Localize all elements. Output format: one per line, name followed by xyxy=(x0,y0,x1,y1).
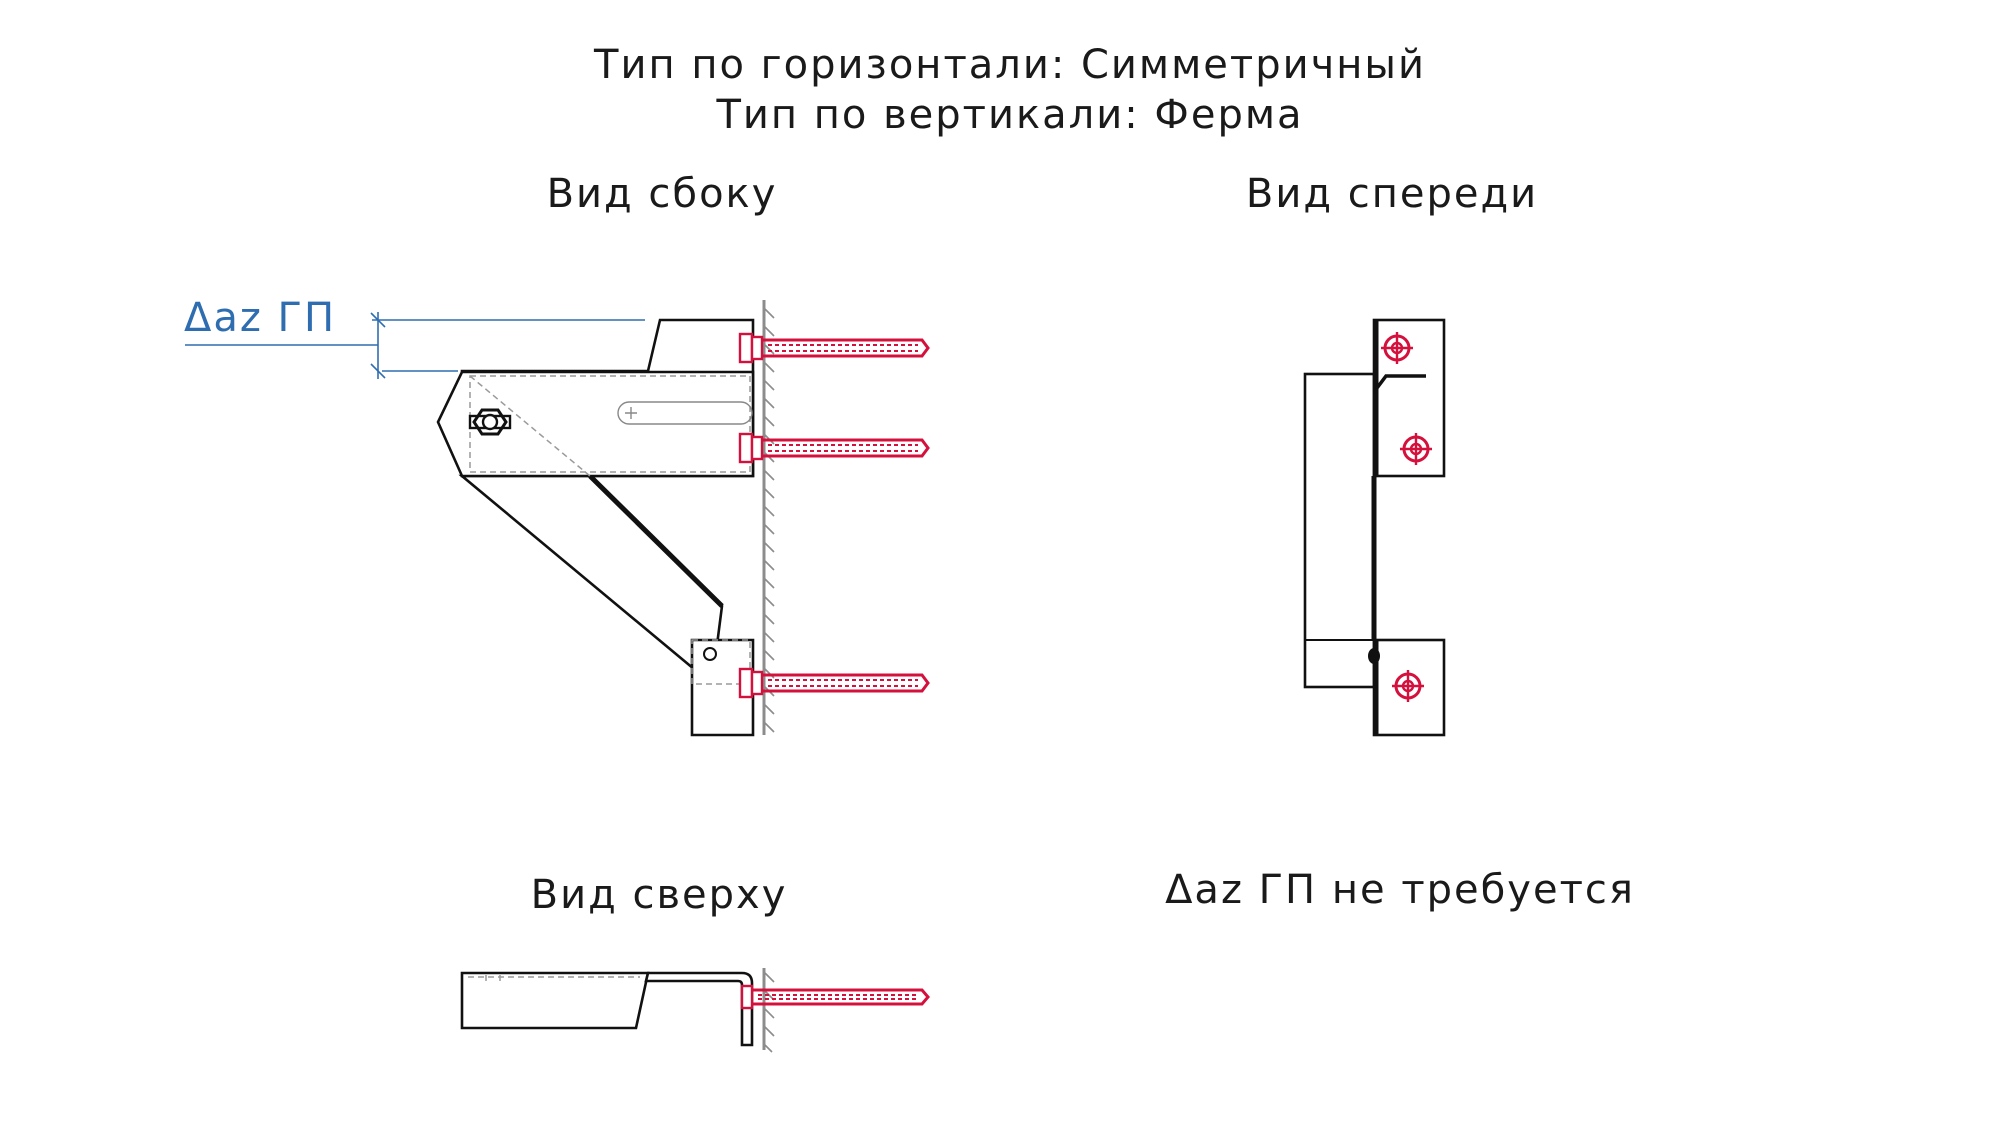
hinge-nut-icon xyxy=(468,408,512,436)
delta-az-dimension: Δaz ГП xyxy=(184,295,645,379)
front-anchor-1-icon xyxy=(1381,332,1413,364)
side-view: Δaz ГП xyxy=(184,295,930,737)
anchor-bolt-bottom xyxy=(738,667,930,699)
side-view-title: Вид сбоку xyxy=(547,171,778,217)
anchor-bolt-middle xyxy=(738,432,930,464)
top-view-title: Вид сверху xyxy=(531,872,788,918)
top-bracket xyxy=(644,971,754,1047)
lower-pivot-hole xyxy=(703,647,717,661)
front-anchor-2-icon xyxy=(1400,433,1432,465)
front-view xyxy=(1303,318,1446,737)
delta-az-not-required-note: Δaz ГП не требуется xyxy=(1165,867,1635,913)
top-view xyxy=(460,968,930,1053)
delta-az-label: Δaz ГП xyxy=(184,295,336,341)
horizontal-type-title: Тип по горизонтали: Симметричный xyxy=(593,42,1426,88)
top-console xyxy=(460,971,650,1030)
adjustment-slot xyxy=(617,401,753,425)
front-view-title: Вид спереди xyxy=(1246,171,1538,217)
front-console-body xyxy=(1303,372,1376,689)
anchor-bolt-top xyxy=(738,332,930,364)
top-anchor-bolt xyxy=(740,984,930,1010)
wall-surface xyxy=(762,300,775,735)
diagonal-brace xyxy=(458,474,724,687)
top-wall-surface xyxy=(762,968,775,1053)
front-anchor-3-icon xyxy=(1392,670,1424,702)
vertical-type-title: Тип по вертикали: Ферма xyxy=(715,92,1303,138)
sliding-console xyxy=(436,370,755,478)
